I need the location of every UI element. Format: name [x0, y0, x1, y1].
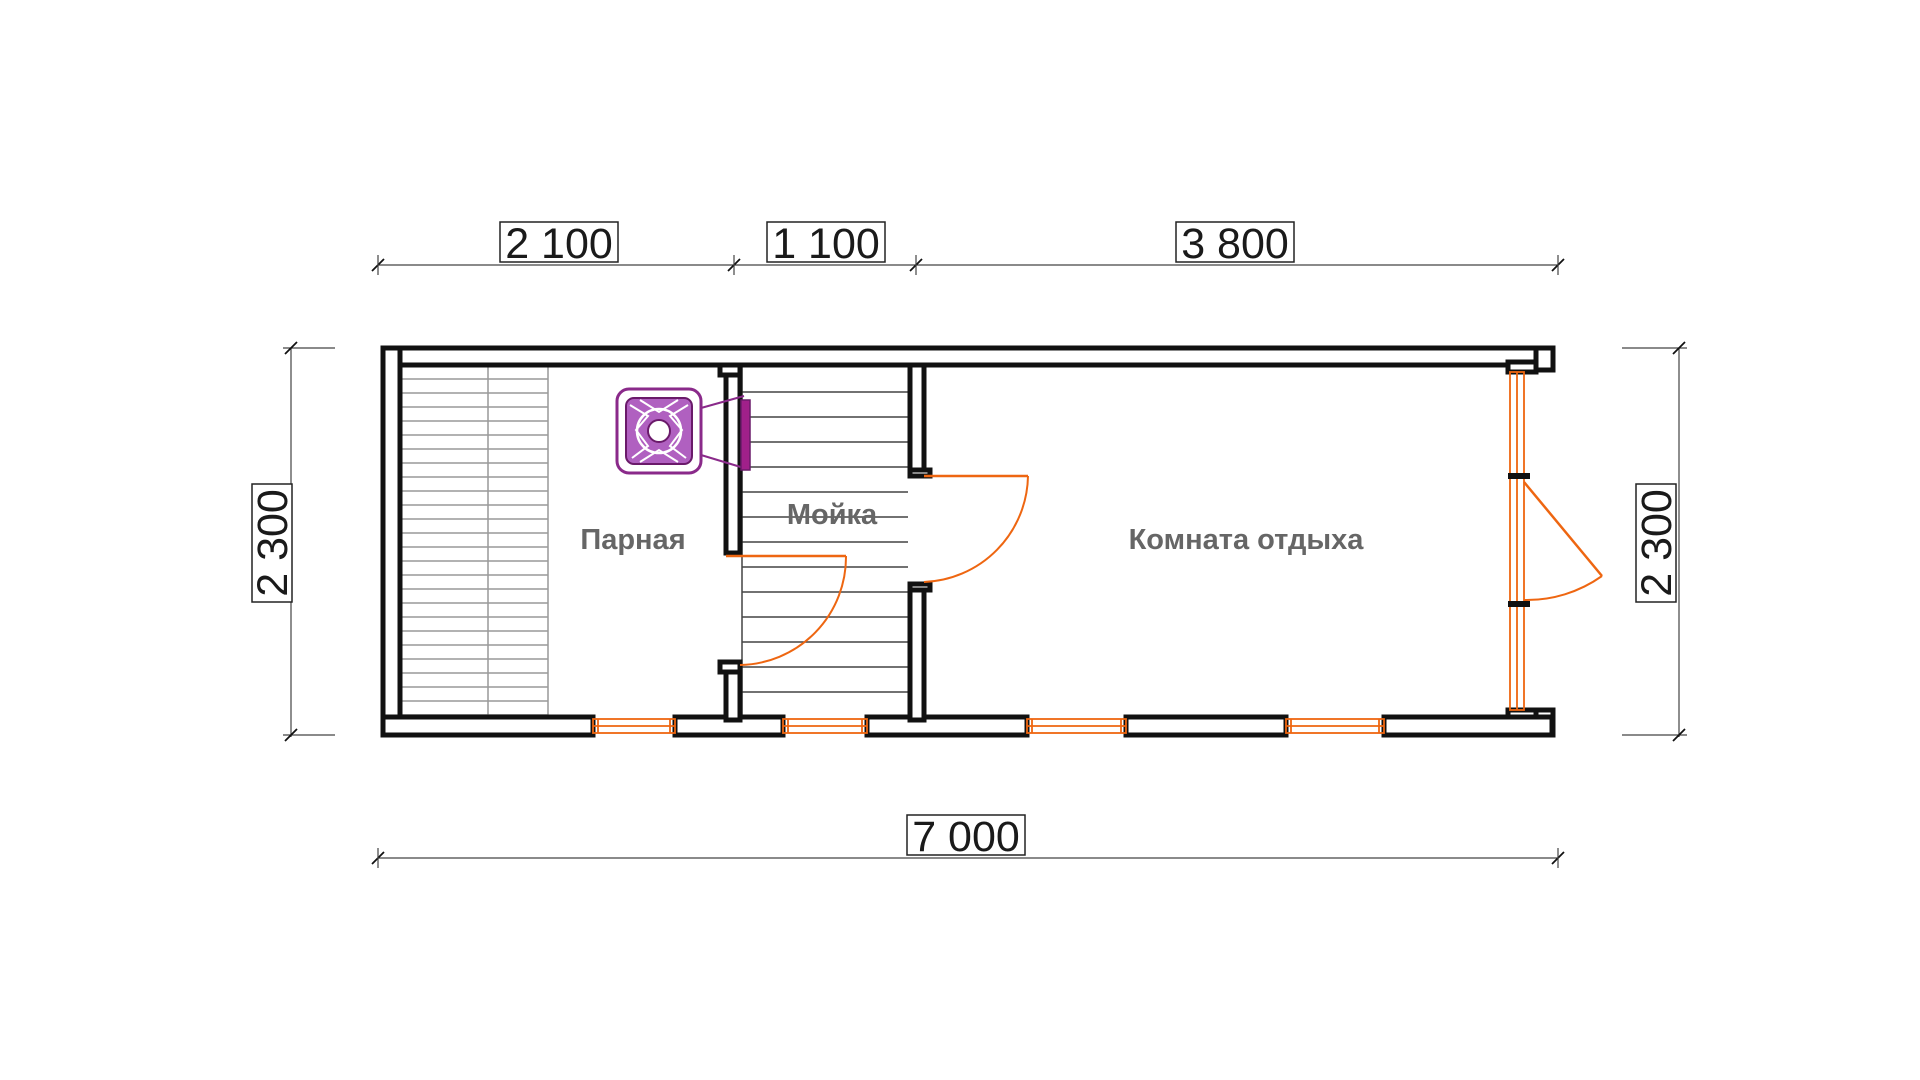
door-rest-room: [923, 474, 1029, 583]
walls: [380, 345, 1556, 738]
dimension-right: 2 300: [1622, 341, 1687, 742]
doors: [726, 473, 1603, 666]
dim-label-right-2300: 2 300: [1633, 489, 1681, 597]
window-rest-room-1: [1026, 718, 1127, 734]
dim-label-7000: 7 000: [912, 813, 1020, 861]
dim-label-1100: 1 100: [772, 220, 880, 268]
sauna-bench: [397, 364, 549, 716]
window-wash-room: [782, 718, 868, 734]
window-right-side: [1509, 371, 1525, 711]
door-entrance: [1508, 473, 1603, 607]
dim-label-left-2300: 2 300: [249, 489, 297, 597]
windows: [592, 371, 1525, 734]
window-steam-room: [592, 718, 676, 734]
dimension-left: 2 300: [249, 341, 335, 742]
dim-label-3800: 3 800: [1181, 220, 1289, 268]
room-label-steam-room: Парная: [580, 524, 685, 556]
dim-label-2100: 2 100: [505, 220, 613, 268]
room-label-rest-room: Комната отдыха: [1129, 524, 1365, 556]
wash-room-floor: [741, 360, 908, 715]
door-steam-room: [726, 554, 848, 666]
dimension-bottom: 7 000: [371, 813, 1565, 868]
sauna-stove-icon: [615, 387, 751, 475]
dimension-top: 2 100 1 100 3 800: [371, 220, 1565, 275]
room-label-wash-room: Мойка: [787, 499, 878, 531]
window-rest-room-2: [1285, 718, 1385, 734]
